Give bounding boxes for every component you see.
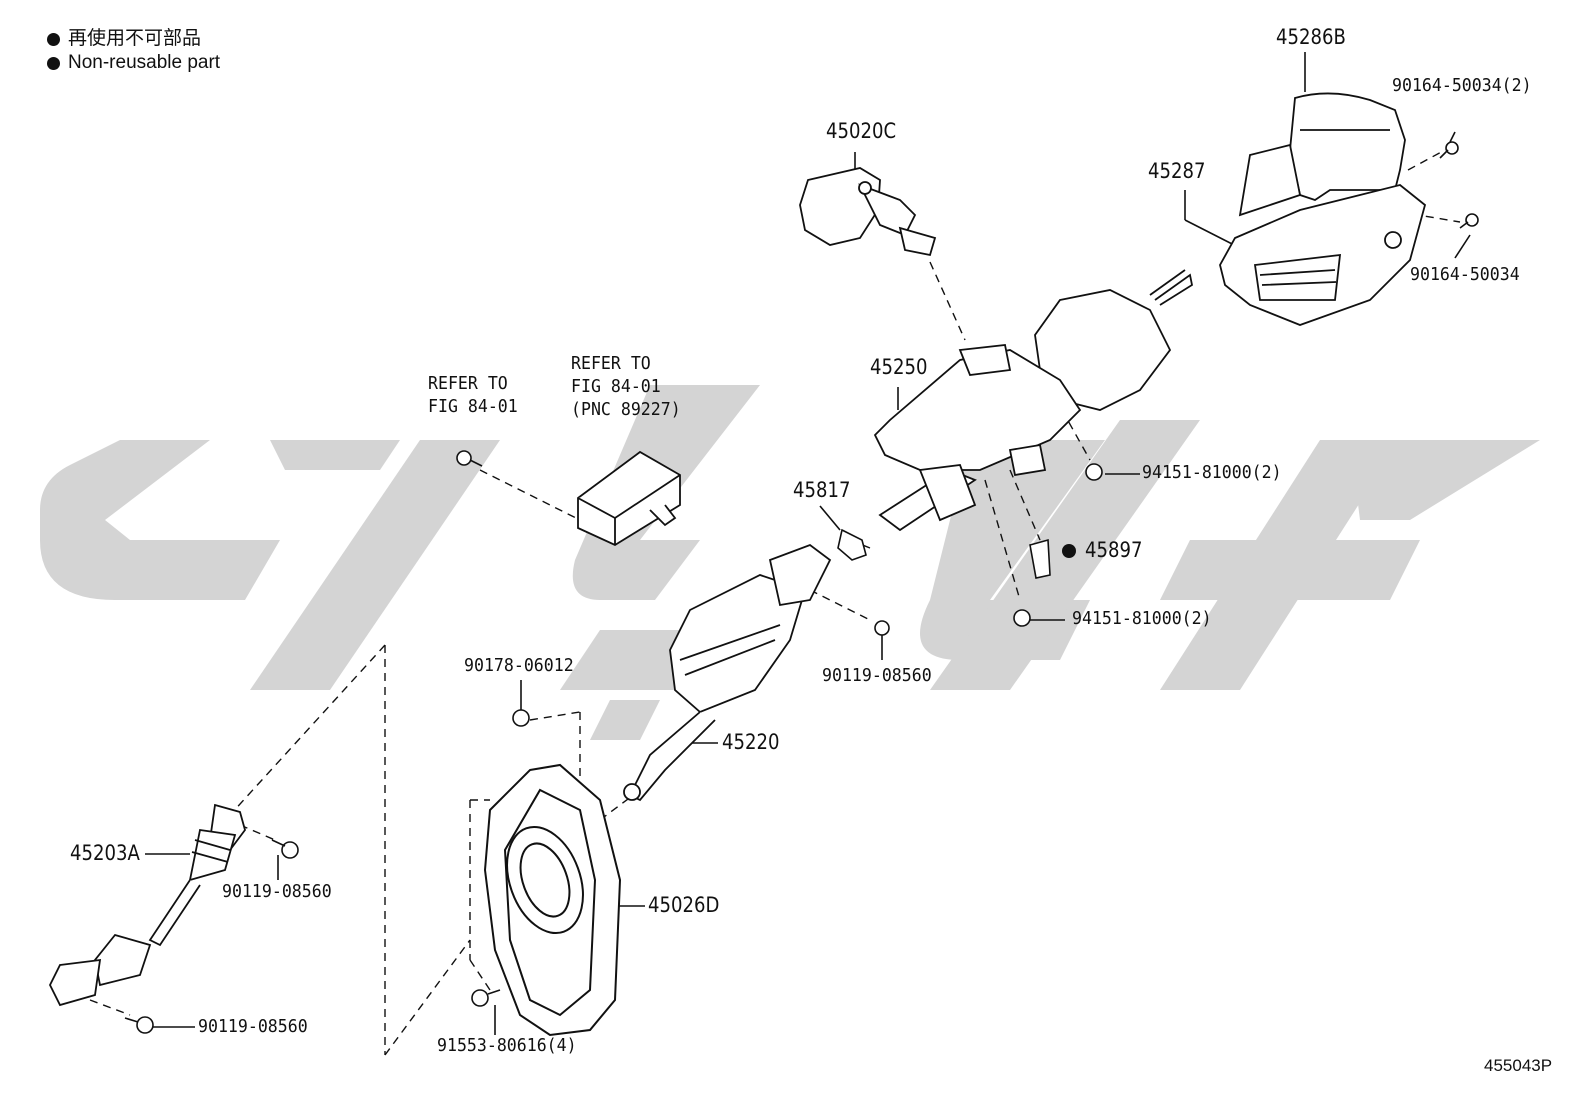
part-90119-08560-mid[interactable]: 90119-08560 bbox=[822, 665, 932, 686]
part-45026D[interactable]: 45026D bbox=[648, 893, 720, 917]
non-reusable-marker-icon bbox=[1062, 544, 1076, 558]
part-91553-80616-4[interactable]: 91553-80616(4) bbox=[437, 1035, 577, 1056]
small-bolts bbox=[124, 709, 530, 1034]
steering-column bbox=[873, 269, 1194, 532]
part-90178-06012[interactable]: 90178-06012 bbox=[464, 655, 574, 676]
part-45287[interactable]: 45287 bbox=[1148, 159, 1206, 183]
part-45250[interactable]: 45250 bbox=[870, 355, 928, 379]
legend-en: Non-reusable part bbox=[68, 52, 221, 73]
screw-90164 bbox=[1439, 141, 1479, 229]
part-94151-81000-bottom[interactable]: 94151-81000(2) bbox=[1072, 608, 1212, 629]
legend-cn: 再使用不可部品 bbox=[68, 28, 202, 49]
intermediate-shaft bbox=[623, 543, 832, 802]
non-reusable-marker-icon bbox=[47, 33, 60, 46]
figure-code: 455043P bbox=[1484, 1056, 1553, 1075]
nuts-94151 bbox=[874, 463, 1103, 636]
refer-note-bolt[interactable]: REFER TO FIG 84-01 bbox=[428, 373, 518, 417]
bolt-45897 bbox=[1029, 538, 1051, 579]
dash-boot-plate bbox=[483, 763, 622, 1037]
part-45286B[interactable]: 45286B bbox=[1276, 25, 1346, 49]
lower-column-cover bbox=[1219, 184, 1427, 326]
non-reusable-marker-icon bbox=[47, 57, 60, 70]
dashed-assembly-lines bbox=[89, 149, 1461, 1056]
clip-45817 bbox=[837, 528, 867, 561]
refer-note-ecu[interactable]: REFER TO FIG 84-01 (PNC 89227) bbox=[571, 353, 681, 420]
part-90164-50034[interactable]: 90164-50034 bbox=[1410, 264, 1520, 285]
sliding-yoke bbox=[48, 803, 246, 1007]
line-work bbox=[145, 52, 1471, 1035]
bolt-refer bbox=[456, 450, 483, 467]
upper-column-cover bbox=[1238, 92, 1406, 217]
ecu-module bbox=[577, 450, 681, 547]
part-45897[interactable]: 45897 bbox=[1085, 538, 1143, 562]
part-90119-08560-left2[interactable]: 90119-08560 bbox=[198, 1016, 308, 1037]
part-45203A[interactable]: 45203A bbox=[70, 841, 140, 865]
ignition-switch bbox=[799, 167, 937, 257]
part-90164-50034-2[interactable]: 90164-50034(2) bbox=[1392, 75, 1532, 96]
part-90119-08560-left1[interactable]: 90119-08560 bbox=[222, 881, 332, 902]
part-45020C[interactable]: 45020C bbox=[826, 119, 897, 143]
part-45220[interactable]: 45220 bbox=[722, 730, 780, 754]
part-94151-81000-top[interactable]: 94151-81000(2) bbox=[1142, 462, 1282, 483]
part-45817[interactable]: 45817 bbox=[793, 478, 851, 502]
